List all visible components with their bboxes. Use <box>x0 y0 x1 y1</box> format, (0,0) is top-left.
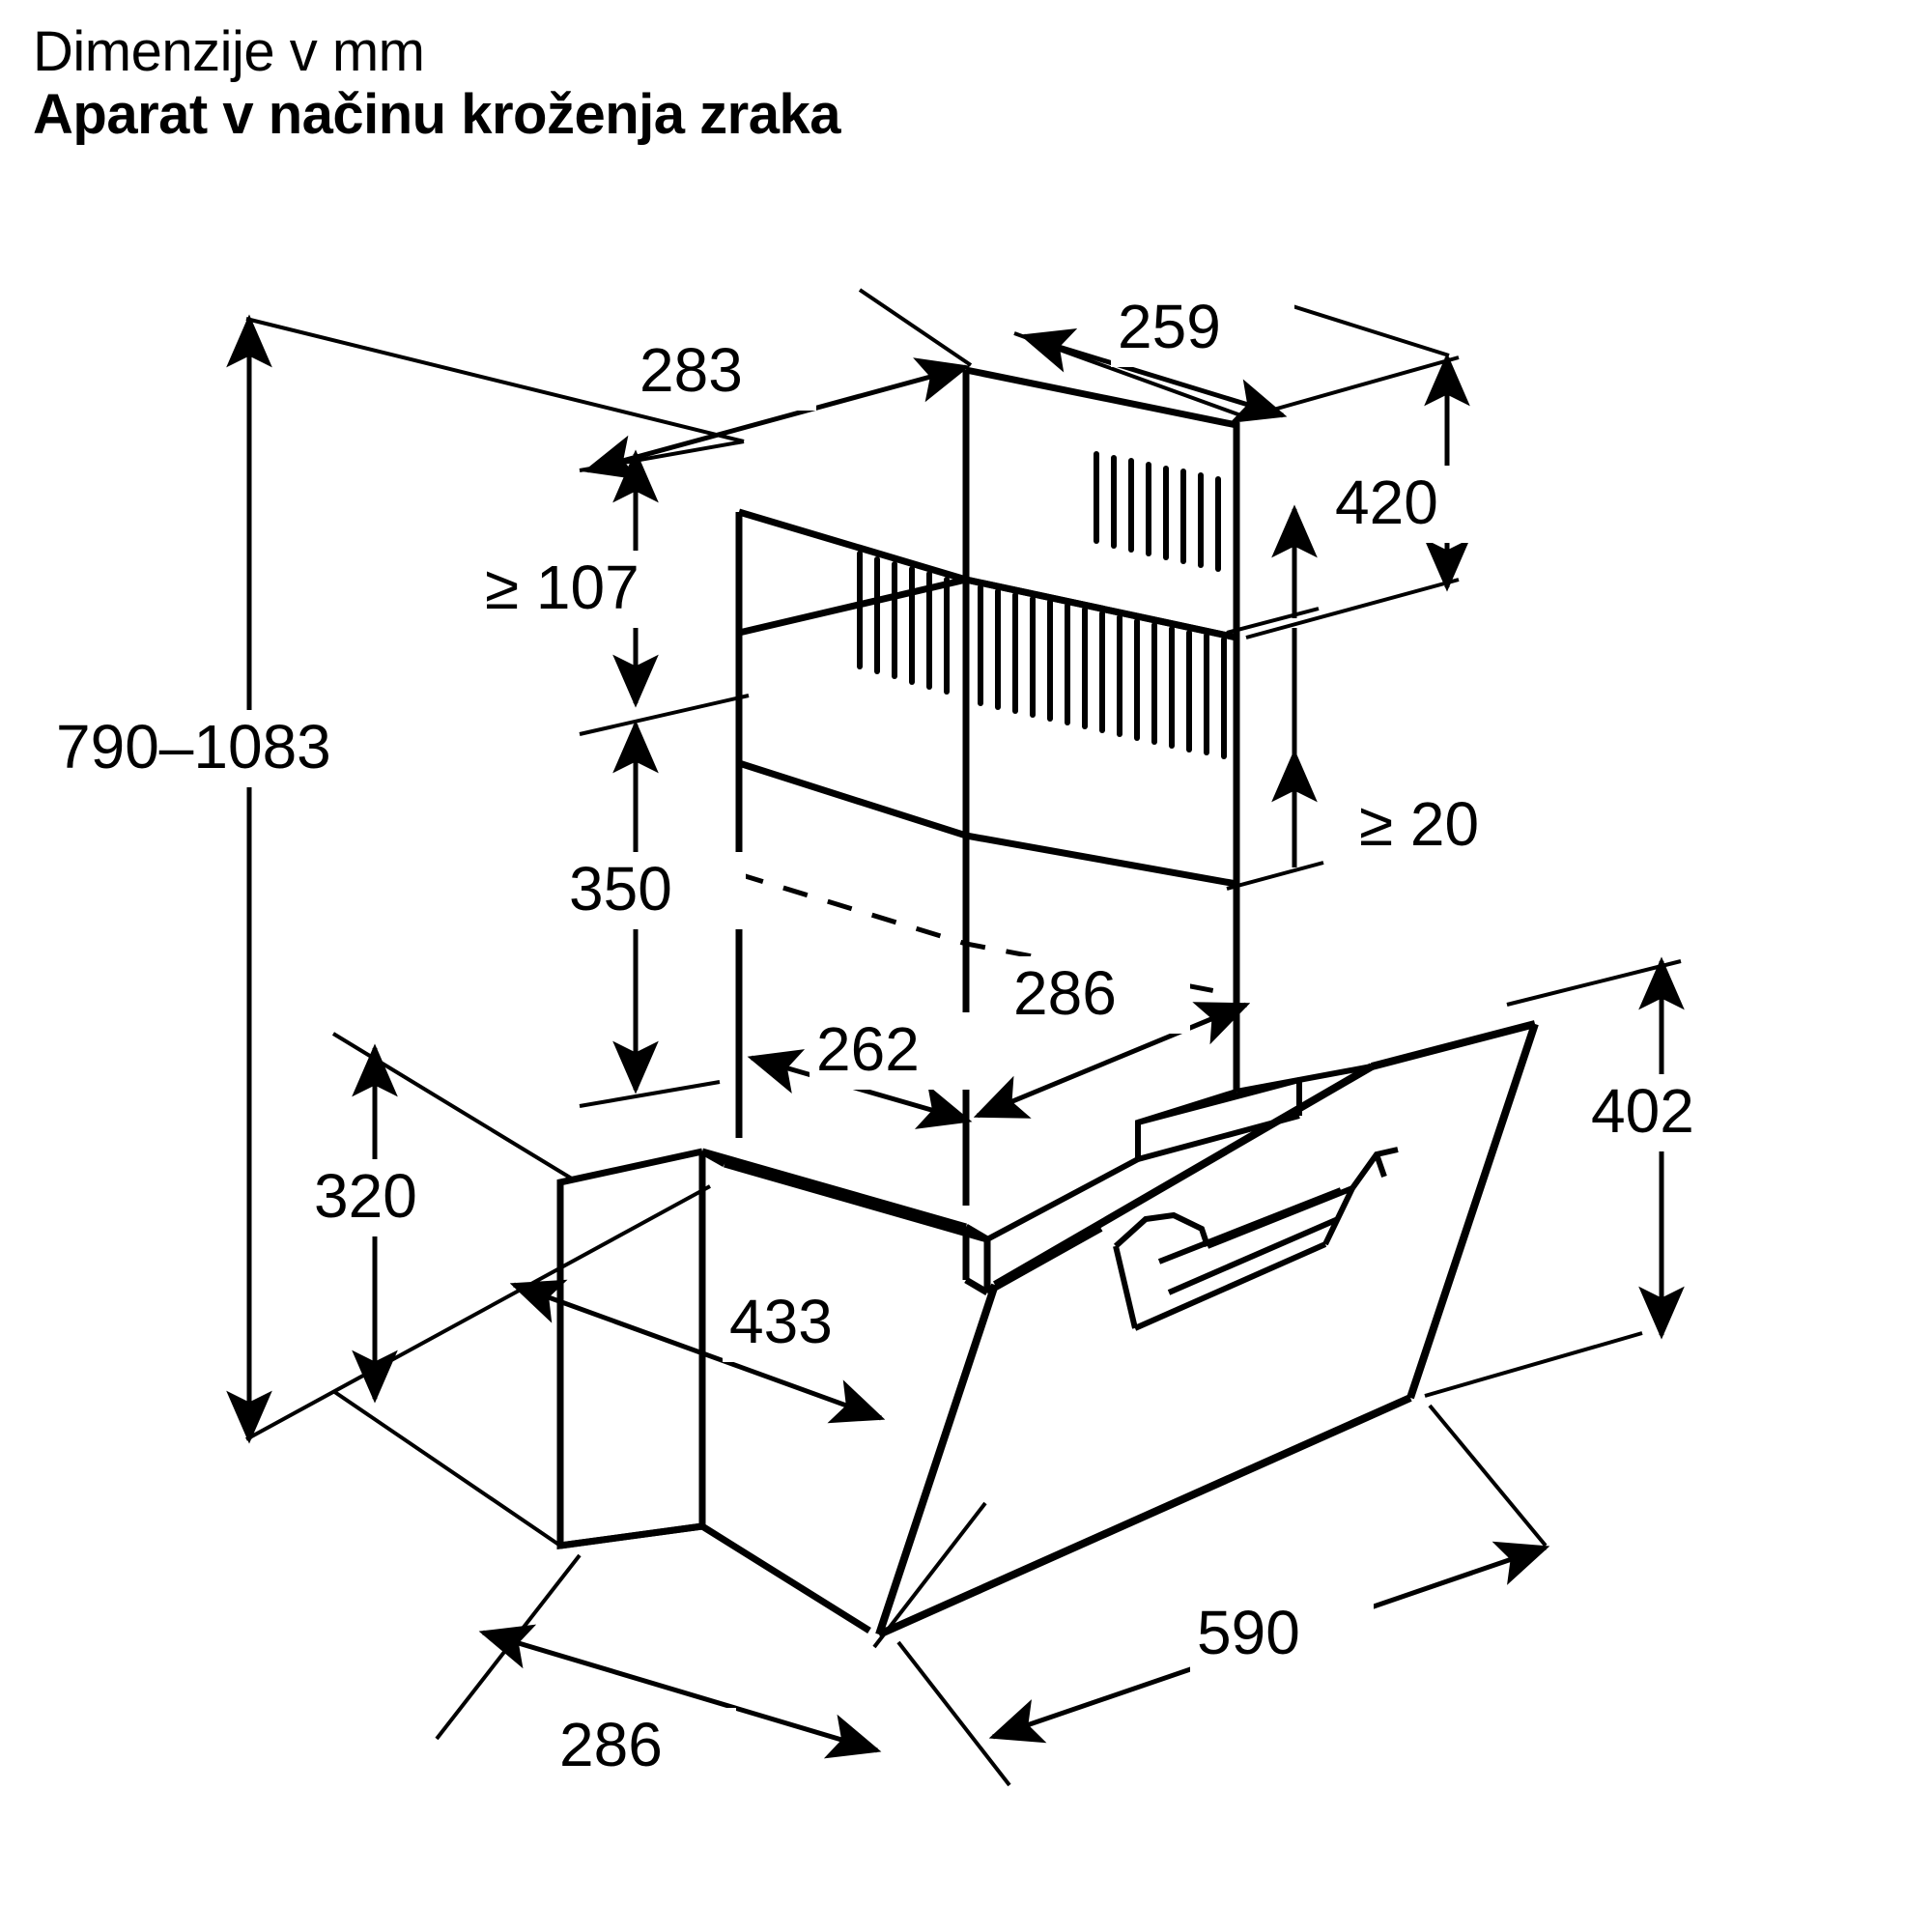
label-286-body: 286 <box>1013 958 1117 1028</box>
dim-label-350: 350 <box>562 852 746 929</box>
dim-label-286-base: 286 <box>553 1708 736 1785</box>
dimension-lines <box>226 288 1685 1787</box>
dim-286-body <box>973 1002 1251 1119</box>
dim-label-433: 433 <box>723 1285 906 1362</box>
label-320: 320 <box>314 1161 417 1231</box>
label-402: 402 <box>1591 1076 1694 1146</box>
label-262: 262 <box>816 1014 920 1084</box>
dim-label-262: 262 <box>810 1012 993 1090</box>
vent-louvres-left <box>857 551 950 695</box>
vent-louvres-right <box>978 584 1227 759</box>
glass-panel <box>875 1020 1539 1638</box>
dimension-labels: 790–1083 283 259 ≥ 107 420 350 <box>50 290 1768 1785</box>
dim-label-320: 320 <box>307 1159 491 1236</box>
label-433: 433 <box>729 1287 833 1356</box>
dim-label-420: 420 <box>1328 466 1512 543</box>
title-block: Dimenzije v mm Aparat v načinu kroženja … <box>33 20 1578 147</box>
dim-label-20: ≥ 20 <box>1352 787 1570 865</box>
filter-tray <box>985 1064 1373 1295</box>
appliance-outline <box>556 366 1539 1638</box>
handle-strip <box>1113 1185 1355 1331</box>
label-259: 259 <box>1118 292 1221 361</box>
handle-bracket <box>1350 1147 1399 1190</box>
dim-433 <box>509 1279 886 1424</box>
label-107: ≥ 107 <box>485 553 639 622</box>
hood-body <box>556 1148 991 1634</box>
vent-louvres-upper <box>1094 451 1221 572</box>
units-title: Dimenzije v mm <box>33 20 425 83</box>
dim-259 <box>1019 327 1288 424</box>
label-350: 350 <box>569 854 672 923</box>
dim-label-402: 402 <box>1584 1074 1768 1151</box>
dim-label-590: 590 <box>1190 1596 1374 1673</box>
label-790-1083: 790–1083 <box>56 712 331 781</box>
dim-label-107: ≥ 107 <box>478 551 734 628</box>
mode-title: Aparat v načinu kroženja zraka <box>33 82 841 146</box>
dim-label-283: 283 <box>633 333 816 411</box>
label-20: ≥ 20 <box>1359 789 1479 859</box>
label-283: 283 <box>639 335 743 405</box>
dim-label-total-height: 790–1083 <box>50 710 485 787</box>
label-420: 420 <box>1335 468 1438 537</box>
dim-286-base <box>478 1624 882 1759</box>
label-590: 590 <box>1197 1598 1300 1667</box>
dim-label-259: 259 <box>1111 290 1294 367</box>
label-286-base: 286 <box>559 1710 663 1779</box>
mid-chimney <box>735 508 1240 888</box>
dim-label-286-body: 286 <box>1007 956 1190 1034</box>
